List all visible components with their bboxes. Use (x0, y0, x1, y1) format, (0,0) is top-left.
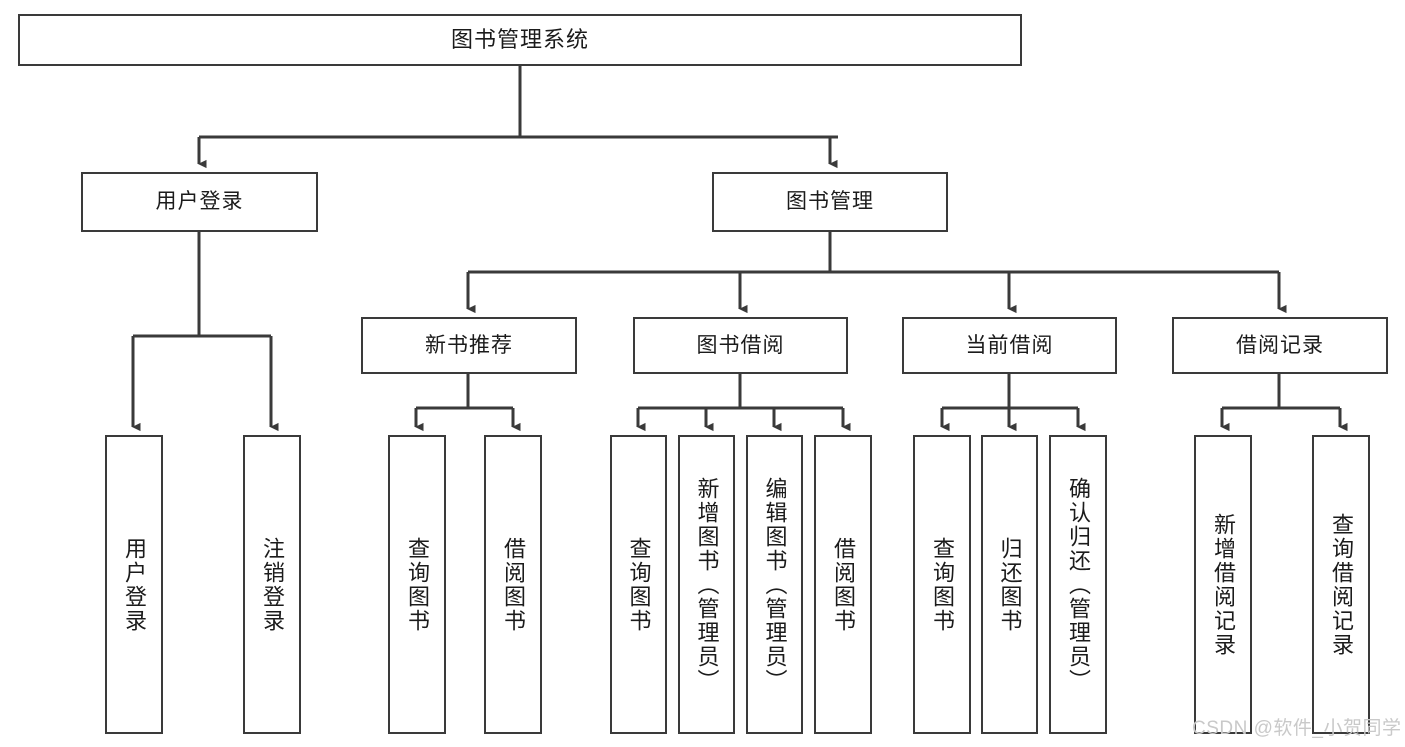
node-leaf-confirm-return-admin[interactable]: 确认归还（管理员） (1049, 435, 1107, 734)
node-leaf-add-borrow-record[interactable]: 新增借阅记录 (1194, 435, 1252, 734)
node-label: 图书管理 (786, 190, 874, 214)
node-leaf-user-login[interactable]: 用户登录 (105, 435, 163, 734)
node-label: 用户登录 (155, 190, 244, 214)
node-leaf-query-book-current[interactable]: 查询图书 (913, 435, 971, 734)
node-book-management[interactable]: 图书管理 (712, 172, 948, 232)
node-label: 新增借阅记录 (1210, 512, 1236, 657)
node-leaf-borrow-book[interactable]: 借阅图书 (814, 435, 872, 734)
node-root-book-management-system[interactable]: 图书管理系统 (18, 14, 1022, 66)
node-new-book-recommendation[interactable]: 新书推荐 (361, 317, 577, 374)
node-leaf-add-book-admin[interactable]: 新增图书（管理员） (678, 435, 735, 734)
node-label: 新书推荐 (425, 333, 513, 357)
node-leaf-query-book-new[interactable]: 查询图书 (388, 435, 446, 734)
node-book-borrowing[interactable]: 图书借阅 (633, 317, 848, 374)
node-leaf-query-borrow-record[interactable]: 查询借阅记录 (1312, 435, 1370, 734)
node-leaf-borrow-book-new[interactable]: 借阅图书 (484, 435, 542, 734)
node-label: 归还图书 (997, 536, 1023, 633)
node-borrow-records[interactable]: 借阅记录 (1172, 317, 1388, 374)
node-label: 借阅图书 (500, 536, 526, 633)
node-label: 确认归还（管理员） (1065, 476, 1091, 693)
node-label: 当前借阅 (965, 333, 1054, 357)
node-label: 查询图书 (929, 536, 955, 633)
node-leaf-logout[interactable]: 注销登录 (243, 435, 301, 734)
node-label: 图书管理系统 (450, 26, 589, 52)
node-label: 图书借阅 (696, 333, 785, 357)
node-label: 借阅记录 (1236, 333, 1324, 357)
node-leaf-query-book-borrow[interactable]: 查询图书 (610, 435, 667, 734)
node-label: 查询图书 (404, 536, 430, 633)
node-label: 编辑图书（管理员） (762, 476, 788, 693)
node-label: 注销登录 (259, 536, 285, 633)
node-leaf-return-book[interactable]: 归还图书 (981, 435, 1038, 734)
node-user-login[interactable]: 用户登录 (81, 172, 318, 232)
node-label: 查询借阅记录 (1328, 512, 1354, 657)
node-label: 查询图书 (626, 536, 652, 633)
node-label: 新增图书（管理员） (694, 476, 720, 693)
node-leaf-edit-book-admin[interactable]: 编辑图书（管理员） (746, 435, 803, 734)
node-label: 用户登录 (121, 536, 147, 633)
node-label: 借阅图书 (830, 536, 856, 633)
csdn-watermark: CSDN @软件_小贺同学 (1192, 718, 1402, 739)
node-current-borrowing[interactable]: 当前借阅 (902, 317, 1117, 374)
